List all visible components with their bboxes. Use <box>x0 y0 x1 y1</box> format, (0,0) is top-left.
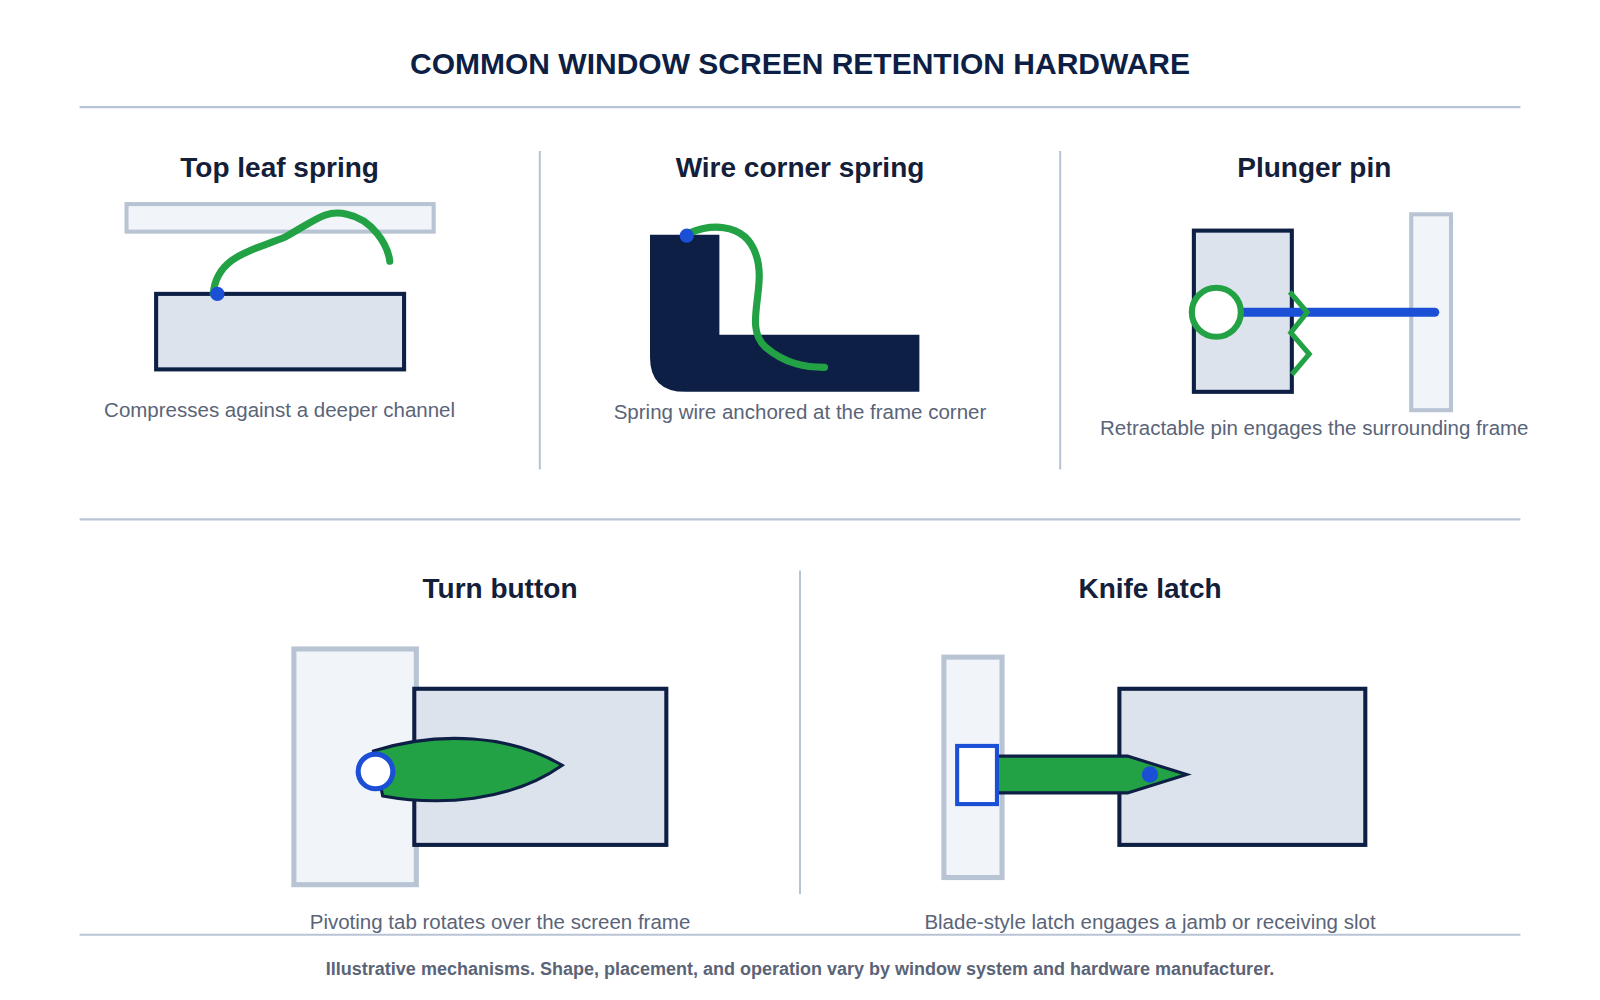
panel-description: Retractable pin engages the surrounding … <box>1100 416 1529 440</box>
panel-description: Compresses against a deeper channel <box>104 398 455 422</box>
diagram-title: COMMON WINDOW SCREEN RETENTION HARDWARE <box>410 47 1190 81</box>
panel-heading: Knife latch <box>1078 573 1221 605</box>
footnote-caption: Illustrative mechanisms. Shape, placemen… <box>326 959 1274 980</box>
panel-heading: Turn button <box>423 573 578 605</box>
panel-description: Pivoting tab rotates over the screen fra… <box>310 910 691 934</box>
panel-heading: Top leaf spring <box>180 152 379 184</box>
panel-heading: Plunger pin <box>1237 152 1391 184</box>
panel-description: Spring wire anchored at the frame corner <box>614 400 987 424</box>
panel-description: Blade-style latch engages a jamb or rece… <box>924 910 1375 934</box>
panel-heading: Wire corner spring <box>676 152 925 184</box>
